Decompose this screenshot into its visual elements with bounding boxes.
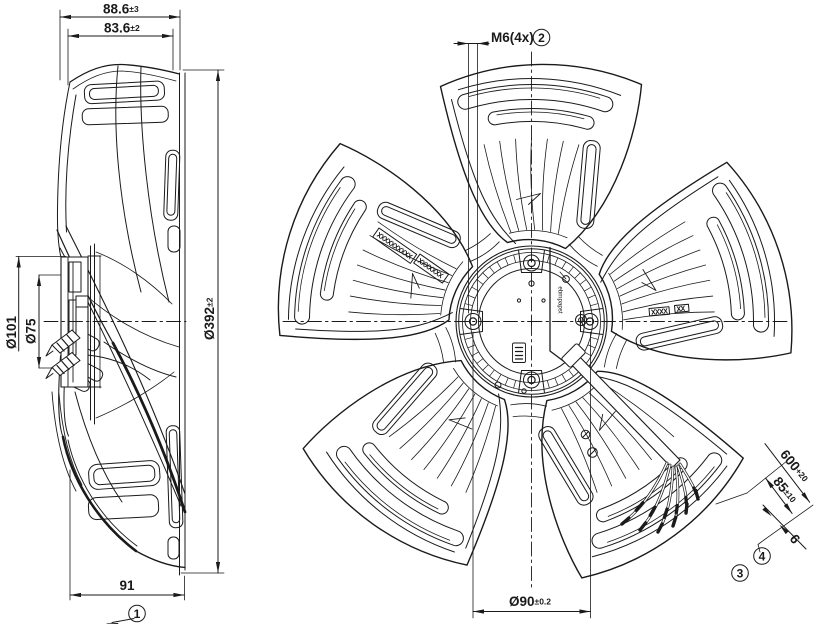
svg-text:M6(4x): M6(4x) [491, 30, 534, 45]
svg-text:Ø101: Ø101 [4, 315, 19, 349]
svg-text:3: 3 [737, 567, 744, 581]
svg-text:91: 91 [119, 578, 135, 593]
svg-text:Ø90±0.2: Ø90±0.2 [509, 594, 551, 609]
svg-text:ebmpapst: ebmpapst [557, 286, 564, 313]
svg-text:1: 1 [134, 607, 141, 621]
svg-text:88.6±3: 88.6±3 [103, 2, 139, 17]
svg-text:Ø392±2: Ø392±2 [202, 297, 217, 340]
svg-text:2: 2 [538, 31, 545, 45]
svg-text:83.6±2: 83.6±2 [104, 21, 140, 36]
svg-text:Ø75: Ø75 [24, 318, 39, 344]
svg-text:4: 4 [759, 550, 766, 564]
